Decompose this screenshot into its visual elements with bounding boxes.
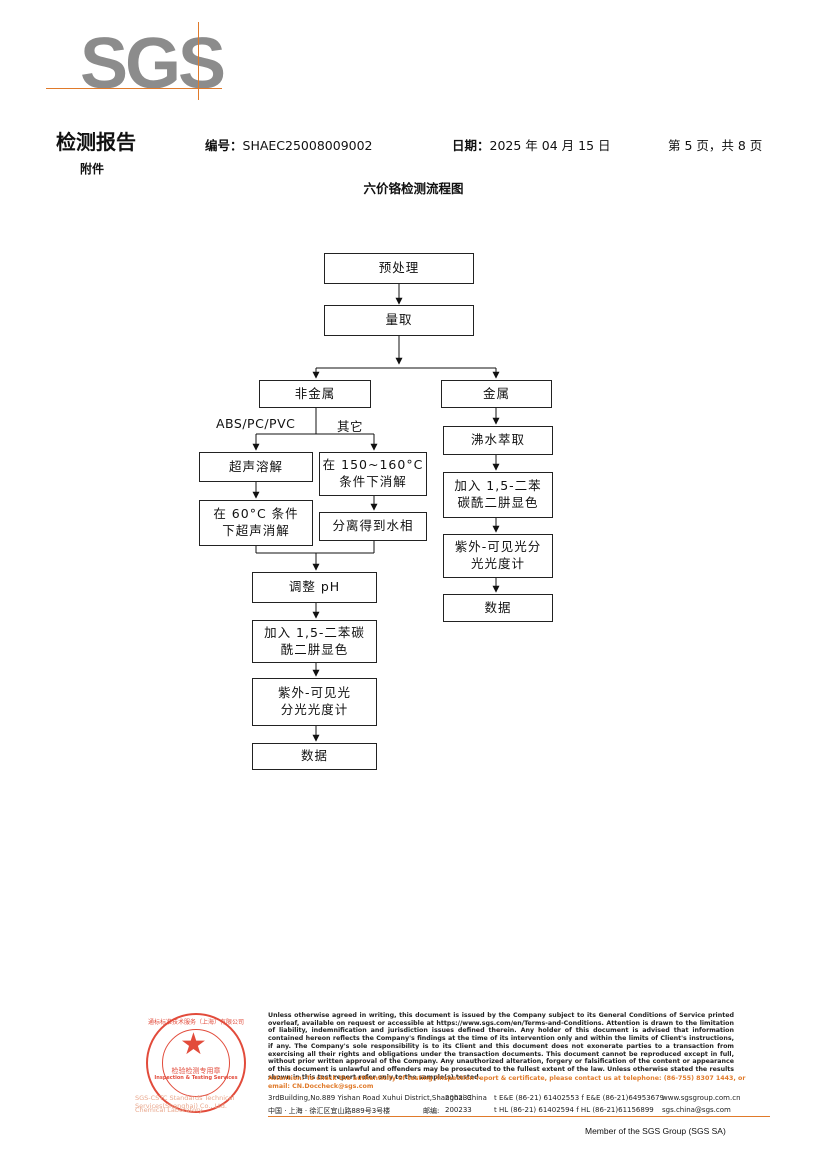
logo-vertical-line [198, 22, 199, 100]
flowchart-connectors [252, 284, 500, 742]
postcode-english: 200233 [445, 1094, 472, 1102]
step-metal: 金属 [441, 380, 552, 408]
step-measure: 量取 [324, 305, 474, 336]
report-date-value: 2025 年 04 月 15 日 [489, 138, 611, 153]
postcode-chinese-label: 邮编: [423, 1107, 440, 1115]
report-number-label: 编号： [205, 138, 243, 153]
footer-divider [268, 1116, 770, 1117]
stamp-company-name: 通标标准技术服务（上海）有限公司 [147, 1019, 244, 1026]
step-digest-150: 在 150~160°C 条件下消解 [319, 452, 427, 496]
step-ultrasonic-60-line2: 下超声消解 [222, 523, 290, 538]
report-date: 日期：2025 年 04 月 15 日 [452, 135, 611, 154]
report-number-value: SHAEC25008009002 [242, 138, 373, 153]
document-title: 检测报告 [56, 130, 136, 154]
step-uv-line2: 分光光度计 [280, 702, 349, 717]
report-date-label: 日期： [452, 138, 490, 153]
company-stamp-inner-ring [162, 1029, 230, 1097]
authenticity-notice: Attention: To check the authenticity of … [268, 1075, 746, 1090]
step-pretreat: 预处理 [324, 253, 474, 284]
step-metal-uv-line2: 光光度计 [470, 556, 525, 571]
member-statement: Member of the SGS Group (SGS SA) [585, 1126, 726, 1136]
phone-english: t E&E (86-21) 61402553 f E&E (86-21)6495… [494, 1094, 665, 1102]
step-uv: 紫外-可见光 分光光度计 [252, 678, 377, 726]
stamp-star-icon: ★ [180, 1027, 207, 1062]
step-metal-add-dpc-line2: 碳酰二肼显色 [457, 495, 539, 510]
step-adjust-ph: 调整 pH [252, 572, 377, 603]
page-info: 第 5 页，共 8 页 [668, 138, 763, 153]
step-metal-uv-line1: 紫外-可见光分 [454, 539, 542, 555]
postcode-chinese: 200233 [445, 1106, 472, 1114]
step-nonmetal: 非金属 [259, 380, 371, 408]
faded-lab-name: Chemical Laboratory [135, 1106, 203, 1114]
website: www.sgsgroup.com.cn [662, 1094, 741, 1102]
step-boil-extract: 沸水萃取 [443, 426, 553, 455]
address-english: 3rdBuilding,No.889 Yishan Road Xuhui Dis… [268, 1094, 487, 1102]
step-metal-add-dpc-line1: 加入 1,5-二苯 [454, 478, 542, 494]
contact-email: sgs.china@sgs.com [662, 1106, 731, 1114]
branch-label-abs: ABS/PC/PVC [216, 416, 296, 431]
step-add-dpc-line1: 加入 1,5-二苯碳 [264, 624, 365, 640]
step-add-dpc-line2: 酰二肼显色 [280, 641, 349, 657]
appendix-label: 附件 [80, 162, 105, 176]
step-ultrasonic-60-line1: 在 60°C 条件 [213, 506, 299, 522]
legal-disclaimer: Unless otherwise agreed in writing, this… [268, 1012, 734, 1081]
step-digest-150-line1: 在 150~160°C [322, 457, 424, 473]
step-metal-uv: 紫外-可见光分 光光度计 [443, 534, 553, 578]
faded-company-name: SGS-CSTC Standards Technical Services(Sh… [135, 1094, 235, 1110]
step-uv-line1: 紫外-可见光 [277, 685, 351, 701]
step-metal-data: 数据 [443, 594, 553, 622]
address-chinese: 中国 · 上海 · 徐汇区宜山路889号3号楼 [268, 1107, 391, 1115]
logo-underline [46, 88, 222, 89]
phone-chinese: t HL (86-21) 61402594 f HL (86-21)611568… [494, 1106, 654, 1114]
stamp-purpose: 检验检测专用章 [171, 1067, 221, 1075]
step-data: 数据 [252, 743, 377, 770]
step-ultrasonic-60: 在 60°C 条件 下超声消解 [199, 500, 313, 546]
flowchart-title: 六价铬检测流程图 [363, 181, 464, 196]
step-add-dpc: 加入 1,5-二苯碳 酰二肼显色 [252, 620, 377, 663]
step-metal-add-dpc: 加入 1,5-二苯 碳酰二肼显色 [443, 472, 553, 518]
stamp-english: Inspection & Testing Services [154, 1075, 238, 1081]
report-number: 编号：SHAEC25008009002 [205, 135, 373, 154]
branch-label-other: 其它 [337, 419, 364, 434]
company-stamp [146, 1013, 246, 1113]
step-digest-150-line2: 条件下消解 [339, 474, 407, 489]
step-separate: 分离得到水相 [319, 512, 427, 541]
step-ultrasonic-dissolve: 超声溶解 [199, 452, 313, 482]
